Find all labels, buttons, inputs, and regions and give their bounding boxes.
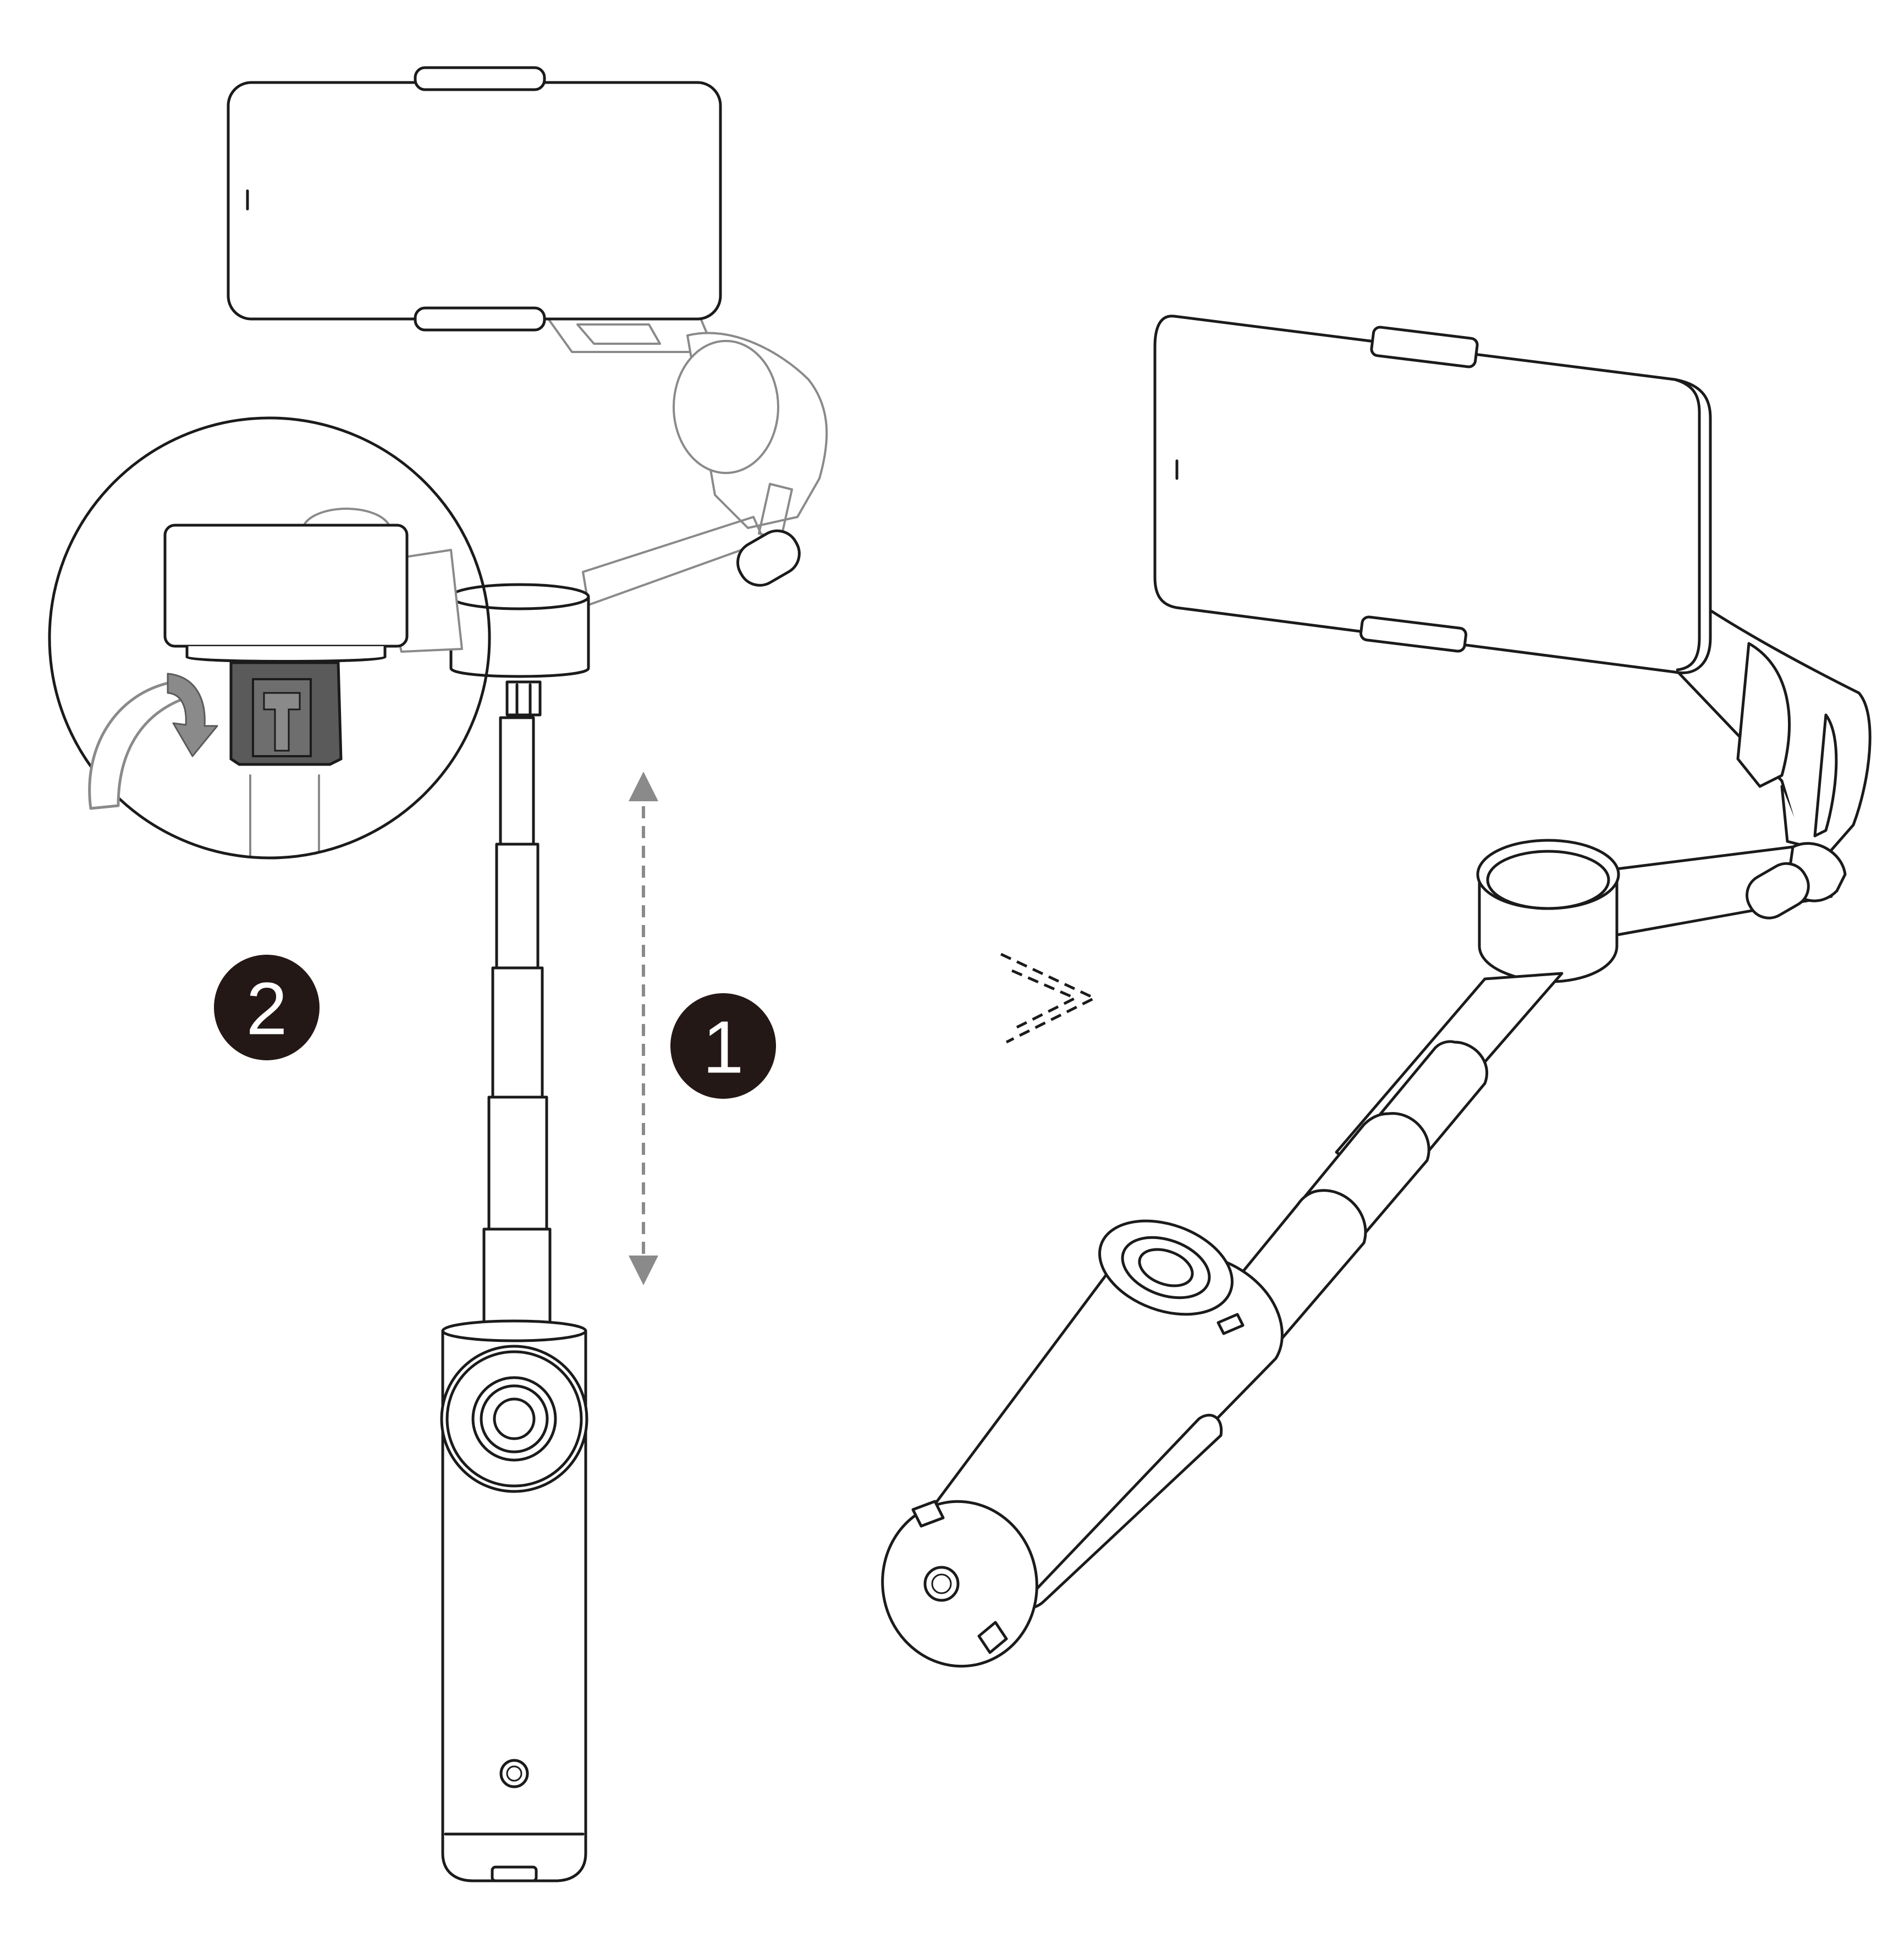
step-badge-1: 1	[670, 993, 776, 1099]
step-badge-2: 2	[214, 955, 320, 1060]
step-badge-2-label: 2	[246, 967, 287, 1050]
left-connector	[505, 680, 542, 717]
right-extension-rod	[1222, 972, 1564, 1341]
step-badge-1-label: 1	[702, 1006, 744, 1089]
left-motor-puck	[449, 583, 590, 678]
extension-rod	[482, 716, 552, 1335]
right-motor-puck	[1476, 839, 1847, 983]
right-phone	[1153, 315, 1712, 674]
rotate-arrow-icon	[88, 673, 218, 810]
gimbal-left-illustration	[227, 66, 828, 1882]
left-arm	[543, 312, 828, 606]
right-handle	[881, 1219, 1284, 1668]
left-handle	[440, 1319, 588, 1882]
transition-chevron-icon	[1000, 953, 1096, 1044]
gimbal-right-illustration	[881, 315, 1872, 1668]
detail-zoom-circle	[48, 416, 491, 860]
left-phone	[227, 66, 722, 332]
